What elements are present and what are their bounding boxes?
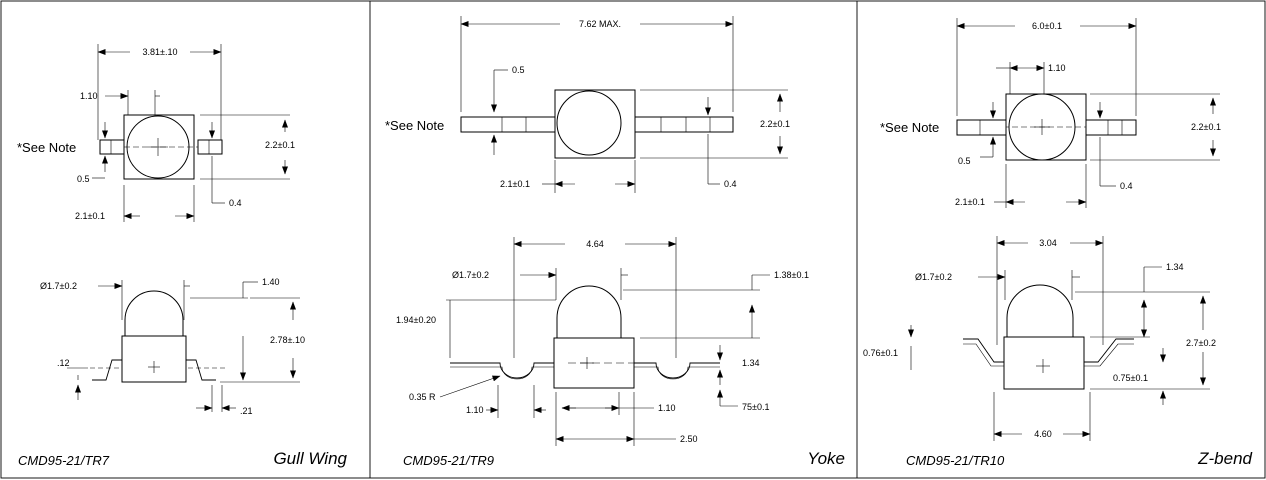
dim-lead-height: 1.34: [742, 358, 760, 368]
lead-right: [634, 116, 734, 133]
dim-lead-gap: 0.4: [229, 198, 242, 208]
dim-overall-length: 3.81±.10: [143, 47, 178, 57]
dim-total-height: 2.7±0.2: [1186, 338, 1216, 348]
part-number: CMD95-21/TR10: [906, 453, 1005, 468]
dim-total-height: 2.78±.10: [270, 335, 305, 345]
side-view: 4.64 Ø1.7±0.2 1.38±0.1: [396, 237, 809, 446]
side-view: 3.04 Ø1.7±0.2 1.34: [863, 236, 1216, 441]
top-view: 3.81±.10 1.10 *See Note 2.2±0.1: [17, 44, 295, 222]
lead-style-label: Yoke: [807, 449, 845, 468]
lead-left: [92, 359, 122, 381]
dim-lead-offset: 0.76±0.1: [863, 348, 898, 358]
top-view: 7.62 MAX. 0.5 *See Note 2.2±0.1: [385, 16, 790, 193]
dim-lead-span: 3.04: [1039, 238, 1057, 248]
body-profile: [121, 335, 187, 383]
dim-lead-foot: .21: [240, 406, 253, 416]
dome-profile: [124, 290, 184, 339]
part-number: CMD95-21/TR7: [18, 453, 110, 468]
dim-dome-diameter: Ø1.7±0.2: [452, 270, 489, 280]
side-view: Ø1.7±0.2 1.40 2.78±.10 .12: [40, 277, 305, 416]
dome-profile: [556, 285, 622, 341]
dim-body-height: 2.2±0.1: [1191, 122, 1221, 132]
lead-left: [460, 116, 556, 133]
lead-left: [99, 139, 125, 155]
lead-right: [634, 362, 720, 379]
top-view: 6.0±0.1 1.10 *See Note 2.2±0: [880, 18, 1221, 208]
dim-dome-diameter: Ø1.7±0.2: [40, 281, 77, 291]
dim-dome-diameter: Ø1.7±0.2: [915, 272, 952, 282]
panel-z-bend: 6.0±0.1 1.10 *See Note 2.2±0: [863, 18, 1253, 468]
panel-gull-wing: 3.81±.10 1.10 *See Note 2.2±0.1: [17, 44, 348, 468]
dim-lead-gap: 0.4: [724, 179, 737, 189]
dim-lead-span: 4.64: [586, 239, 604, 249]
lead-left: [956, 119, 1007, 136]
dim-body-offset: 1.10: [658, 403, 676, 413]
see-note-label: *See Note: [880, 120, 939, 135]
dim-overall-length: 6.0±0.1: [1032, 21, 1062, 31]
lead-left: [450, 362, 554, 379]
see-note-label: *See Note: [17, 140, 76, 155]
lead-right: [186, 359, 216, 381]
lead-right: [1084, 338, 1134, 363]
dome-outline: [556, 90, 622, 156]
see-note-label: *See Note: [385, 118, 444, 133]
dim-dome-height: 1.38±0.1: [774, 270, 809, 280]
lead-left: [963, 338, 1004, 363]
dim-body-length: 2.50: [680, 434, 698, 444]
dim-lead-gap: 0.4: [1120, 181, 1133, 191]
dim-yoke-pitch: 1.10: [466, 405, 484, 415]
dim-lead-rise: 1.94±0.20: [396, 315, 436, 325]
dim-body-width: 2.1±0.1: [955, 197, 985, 207]
lead-right: [197, 139, 223, 155]
dim-body-height: 2.2±0.1: [265, 140, 295, 150]
dim-lead-width: 0.5: [958, 156, 971, 166]
dim-body-width: 2.1±0.1: [75, 211, 105, 221]
panel-yoke: 7.62 MAX. 0.5 *See Note 2.2±0.1: [385, 16, 845, 468]
dim-lead-width: 0.5: [77, 174, 90, 184]
dim-body-width: 2.1±0.1: [500, 179, 530, 189]
lead-right: [1085, 119, 1137, 136]
dim-bend-radius: 0.35 R: [409, 392, 436, 402]
part-number: CMD95-21/TR9: [403, 453, 494, 468]
dim-standoff: 0.75±0.1: [1113, 373, 1148, 383]
lead-style-label: Gull Wing: [273, 449, 347, 468]
body-profile: [1003, 336, 1085, 390]
dim-lead-thickness: .12: [57, 358, 70, 368]
dim-dome-height: 1.34: [1166, 262, 1184, 272]
dome-profile: [1006, 284, 1074, 341]
dim-dome-width: 1.10: [1048, 63, 1066, 73]
dim-body-length: 4.60: [1034, 429, 1052, 439]
lead-style-label: Z-bend: [1197, 449, 1252, 468]
dim-lead-width: 0.5: [512, 65, 525, 75]
dim-lead-thickness: 75±0.1: [742, 402, 769, 412]
dim-dome-height: 1.40: [262, 277, 280, 287]
dim-overall-length: 7.62 MAX.: [579, 19, 621, 29]
dim-dome-width: 1.10: [80, 91, 98, 101]
dim-body-height: 2.2±0.1: [760, 119, 790, 129]
